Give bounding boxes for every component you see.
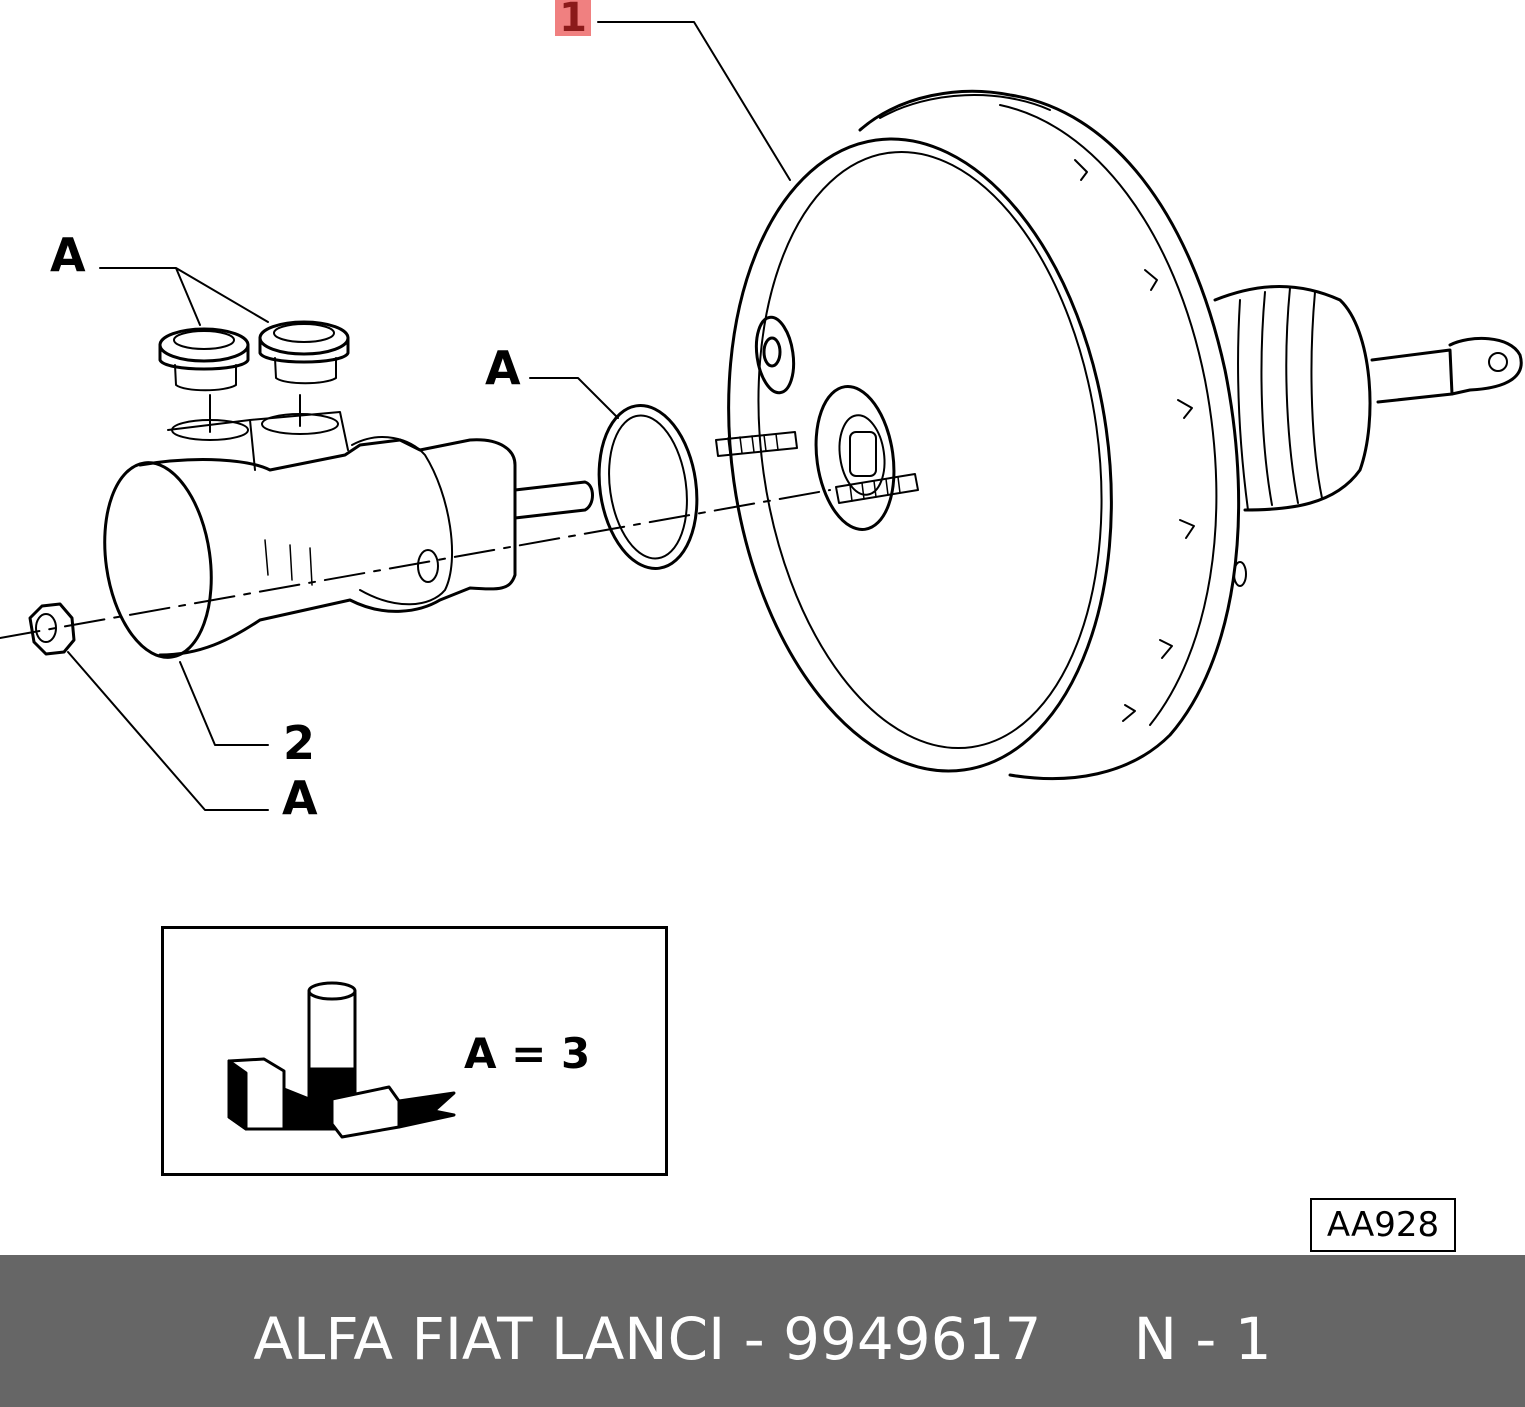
master-cylinder xyxy=(103,394,594,746)
legend-text: A = 3 xyxy=(464,1029,591,1078)
footer-bar: ALFA FIAT LANCI - 9949617 N - 1 xyxy=(0,1255,1525,1407)
callout-a-caps: A xyxy=(50,228,86,282)
callout-2: 2 xyxy=(283,716,316,770)
leader-2 xyxy=(179,661,269,746)
fiat-grease-tube-and-box-icon xyxy=(227,981,456,1139)
exploded-parts-diagram xyxy=(0,21,1523,811)
footer-part-number: ALFA FIAT LANCI - 9949617 N - 1 xyxy=(253,1305,1272,1373)
drawing-code-label: AA928 xyxy=(1310,1198,1456,1252)
leader-a-ring xyxy=(529,377,619,419)
legend-box: A = 3 xyxy=(161,926,668,1176)
nut xyxy=(28,602,269,811)
callout-a-ring: A xyxy=(485,341,521,395)
o-ring-seal xyxy=(529,377,699,570)
leader-1 xyxy=(597,21,791,181)
reservoir-seal-caps xyxy=(99,267,350,392)
centre-axis xyxy=(0,489,831,639)
leader-a-nut xyxy=(67,651,269,811)
callout-a-nut: A xyxy=(282,771,318,825)
leader-a-caps xyxy=(99,267,269,326)
callout-1: 1 xyxy=(555,0,591,38)
brake-booster xyxy=(597,21,1523,781)
